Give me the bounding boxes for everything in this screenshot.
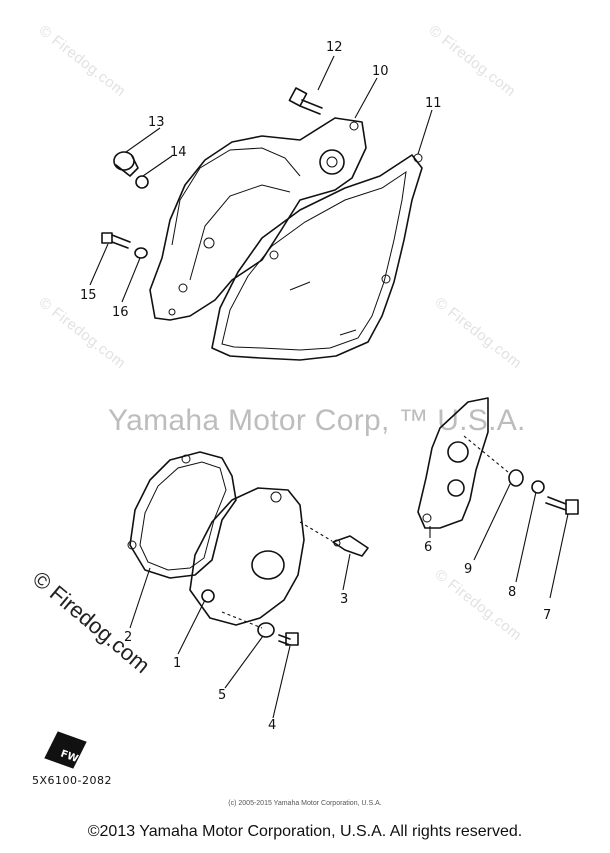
part-5-washer (257, 622, 275, 638)
part-10-crankcase-cover (149, 117, 367, 321)
part-16-washer (134, 247, 148, 259)
part-12-bolt (288, 87, 323, 115)
part-14-oring (135, 175, 149, 189)
callout-leaders (89, 55, 569, 719)
callout-6: 6 (424, 540, 433, 555)
part-9-washer (508, 469, 524, 487)
copyright-small: (c) 2005-2015 Yamaha Motor Corporation, … (228, 800, 382, 807)
copyright-main: ©2013 Yamaha Motor Corporation, U.S.A. A… (87, 823, 523, 840)
diagram-part-number: 5X6100-2082 (32, 774, 112, 787)
callout-15: 15 (80, 288, 97, 303)
callout-9: 9 (464, 562, 473, 577)
part-2-gasket (127, 451, 237, 579)
part-4-bolt (278, 632, 299, 646)
callout-12: 12 (326, 40, 343, 55)
callout-4: 4 (268, 718, 277, 733)
callout-1: 1 (173, 656, 182, 671)
part-6-bracket (417, 397, 489, 529)
callout-16: 16 (112, 305, 129, 320)
callout-8: 8 (508, 585, 517, 600)
part-11-gasket (211, 153, 423, 361)
part-7-bolt (545, 496, 579, 515)
part-1-cover (189, 487, 305, 626)
callout-14: 14 (170, 145, 187, 160)
fwd-badge: FWD (44, 731, 87, 769)
part-15-bolt (101, 232, 131, 249)
callout-5: 5 (218, 688, 227, 703)
callout-11: 11 (425, 96, 442, 111)
watermark-yamaha: Yamaha Motor Corp, ™ U.S.A. (108, 404, 526, 437)
part-3-clamp (332, 535, 369, 557)
part-8-lockwasher (531, 480, 545, 494)
callout-13: 13 (148, 115, 165, 130)
callout-10: 10 (372, 64, 389, 79)
callout-2: 2 (124, 630, 133, 645)
part-13-cap (113, 151, 139, 177)
callout-3: 3 (340, 592, 349, 607)
callout-7: 7 (543, 608, 552, 623)
